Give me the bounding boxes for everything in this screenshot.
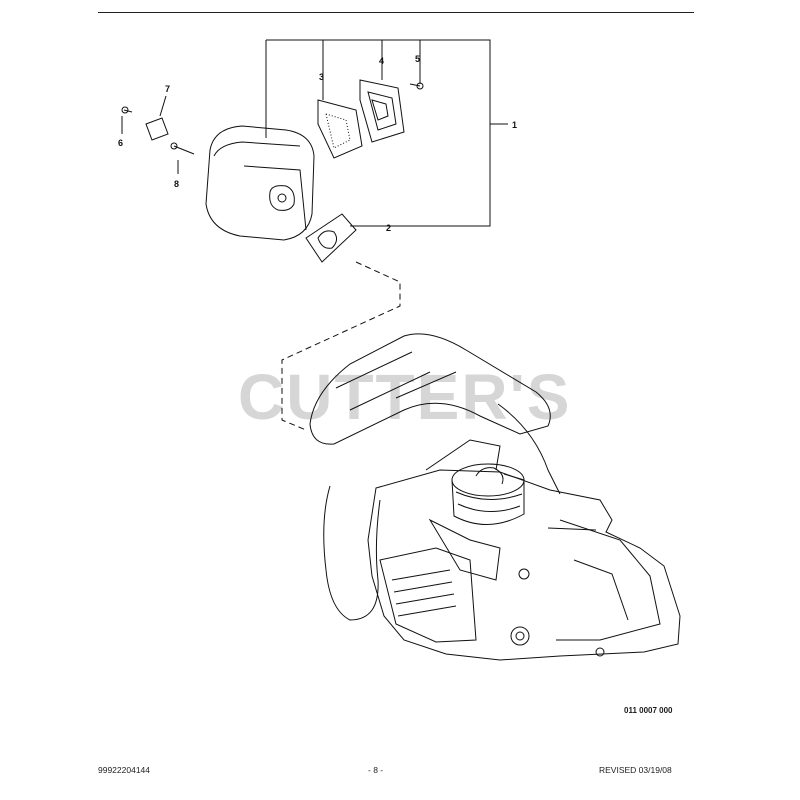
screw-8	[170, 142, 195, 174]
heat-shield-plate	[317, 99, 363, 159]
lock-plate-7	[145, 95, 169, 141]
assembly-bracket	[266, 39, 491, 227]
callout-8: 8	[174, 179, 179, 189]
callout-4: 4	[379, 56, 384, 66]
front-handle	[309, 333, 561, 621]
callout-5: 5	[415, 54, 420, 64]
cylinder-top	[425, 439, 525, 581]
callout-7: 7	[165, 84, 170, 94]
screw-6	[121, 106, 133, 134]
spark-arrestor-cover	[359, 79, 405, 143]
footer-page-number: - 8 -	[368, 765, 384, 775]
callout-3: 3	[319, 72, 324, 82]
callout-2: 2	[386, 223, 391, 233]
watermark: CUTTER'S	[238, 361, 572, 433]
assembly-leader-line	[281, 261, 401, 431]
figure-code: 011 0007 000	[624, 706, 673, 715]
exhaust-gasket	[305, 213, 357, 263]
footer-revised-date: REVISED 03/19/08	[599, 765, 672, 775]
callout-1: 1	[512, 120, 517, 130]
muffler-body	[205, 125, 315, 241]
top-rule	[98, 12, 694, 13]
footer-part-number: 99922204144	[98, 765, 151, 775]
screw-5	[409, 82, 424, 90]
callout-6: 6	[118, 138, 123, 148]
saw-housing	[367, 469, 681, 661]
